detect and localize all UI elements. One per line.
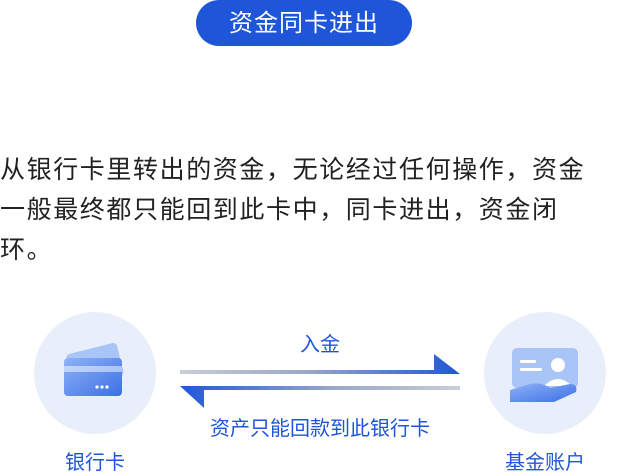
bank-card-icon <box>64 343 124 396</box>
deposit-arrow-label: 入金 <box>300 332 340 356</box>
deposit-arrow-icon <box>180 354 460 374</box>
description-line: 一般最终都只能回到此卡中，同卡进出，资金闭 <box>0 195 559 224</box>
description-line: 环。 <box>0 235 54 264</box>
section-title-pill: 资金同卡进出 <box>196 0 412 46</box>
bank-card-node <box>34 312 156 434</box>
fund-account-node <box>484 312 606 434</box>
bank-card-label: 银行卡 <box>65 450 125 474</box>
description-line: 从银行卡里转出的资金，无论经过任何操作，资金 <box>0 155 586 184</box>
account-id-card-icon <box>510 348 578 402</box>
fund-account-label: 基金账户 <box>505 450 585 474</box>
withdraw-arrow-icon <box>180 386 460 408</box>
description-paragraph: 从银行卡里转出的资金，无论经过任何操作，资金 一般最终都只能回到此卡中，同卡进出… <box>0 150 638 270</box>
withdraw-arrow-label: 资产只能回款到此银行卡 <box>210 416 430 440</box>
